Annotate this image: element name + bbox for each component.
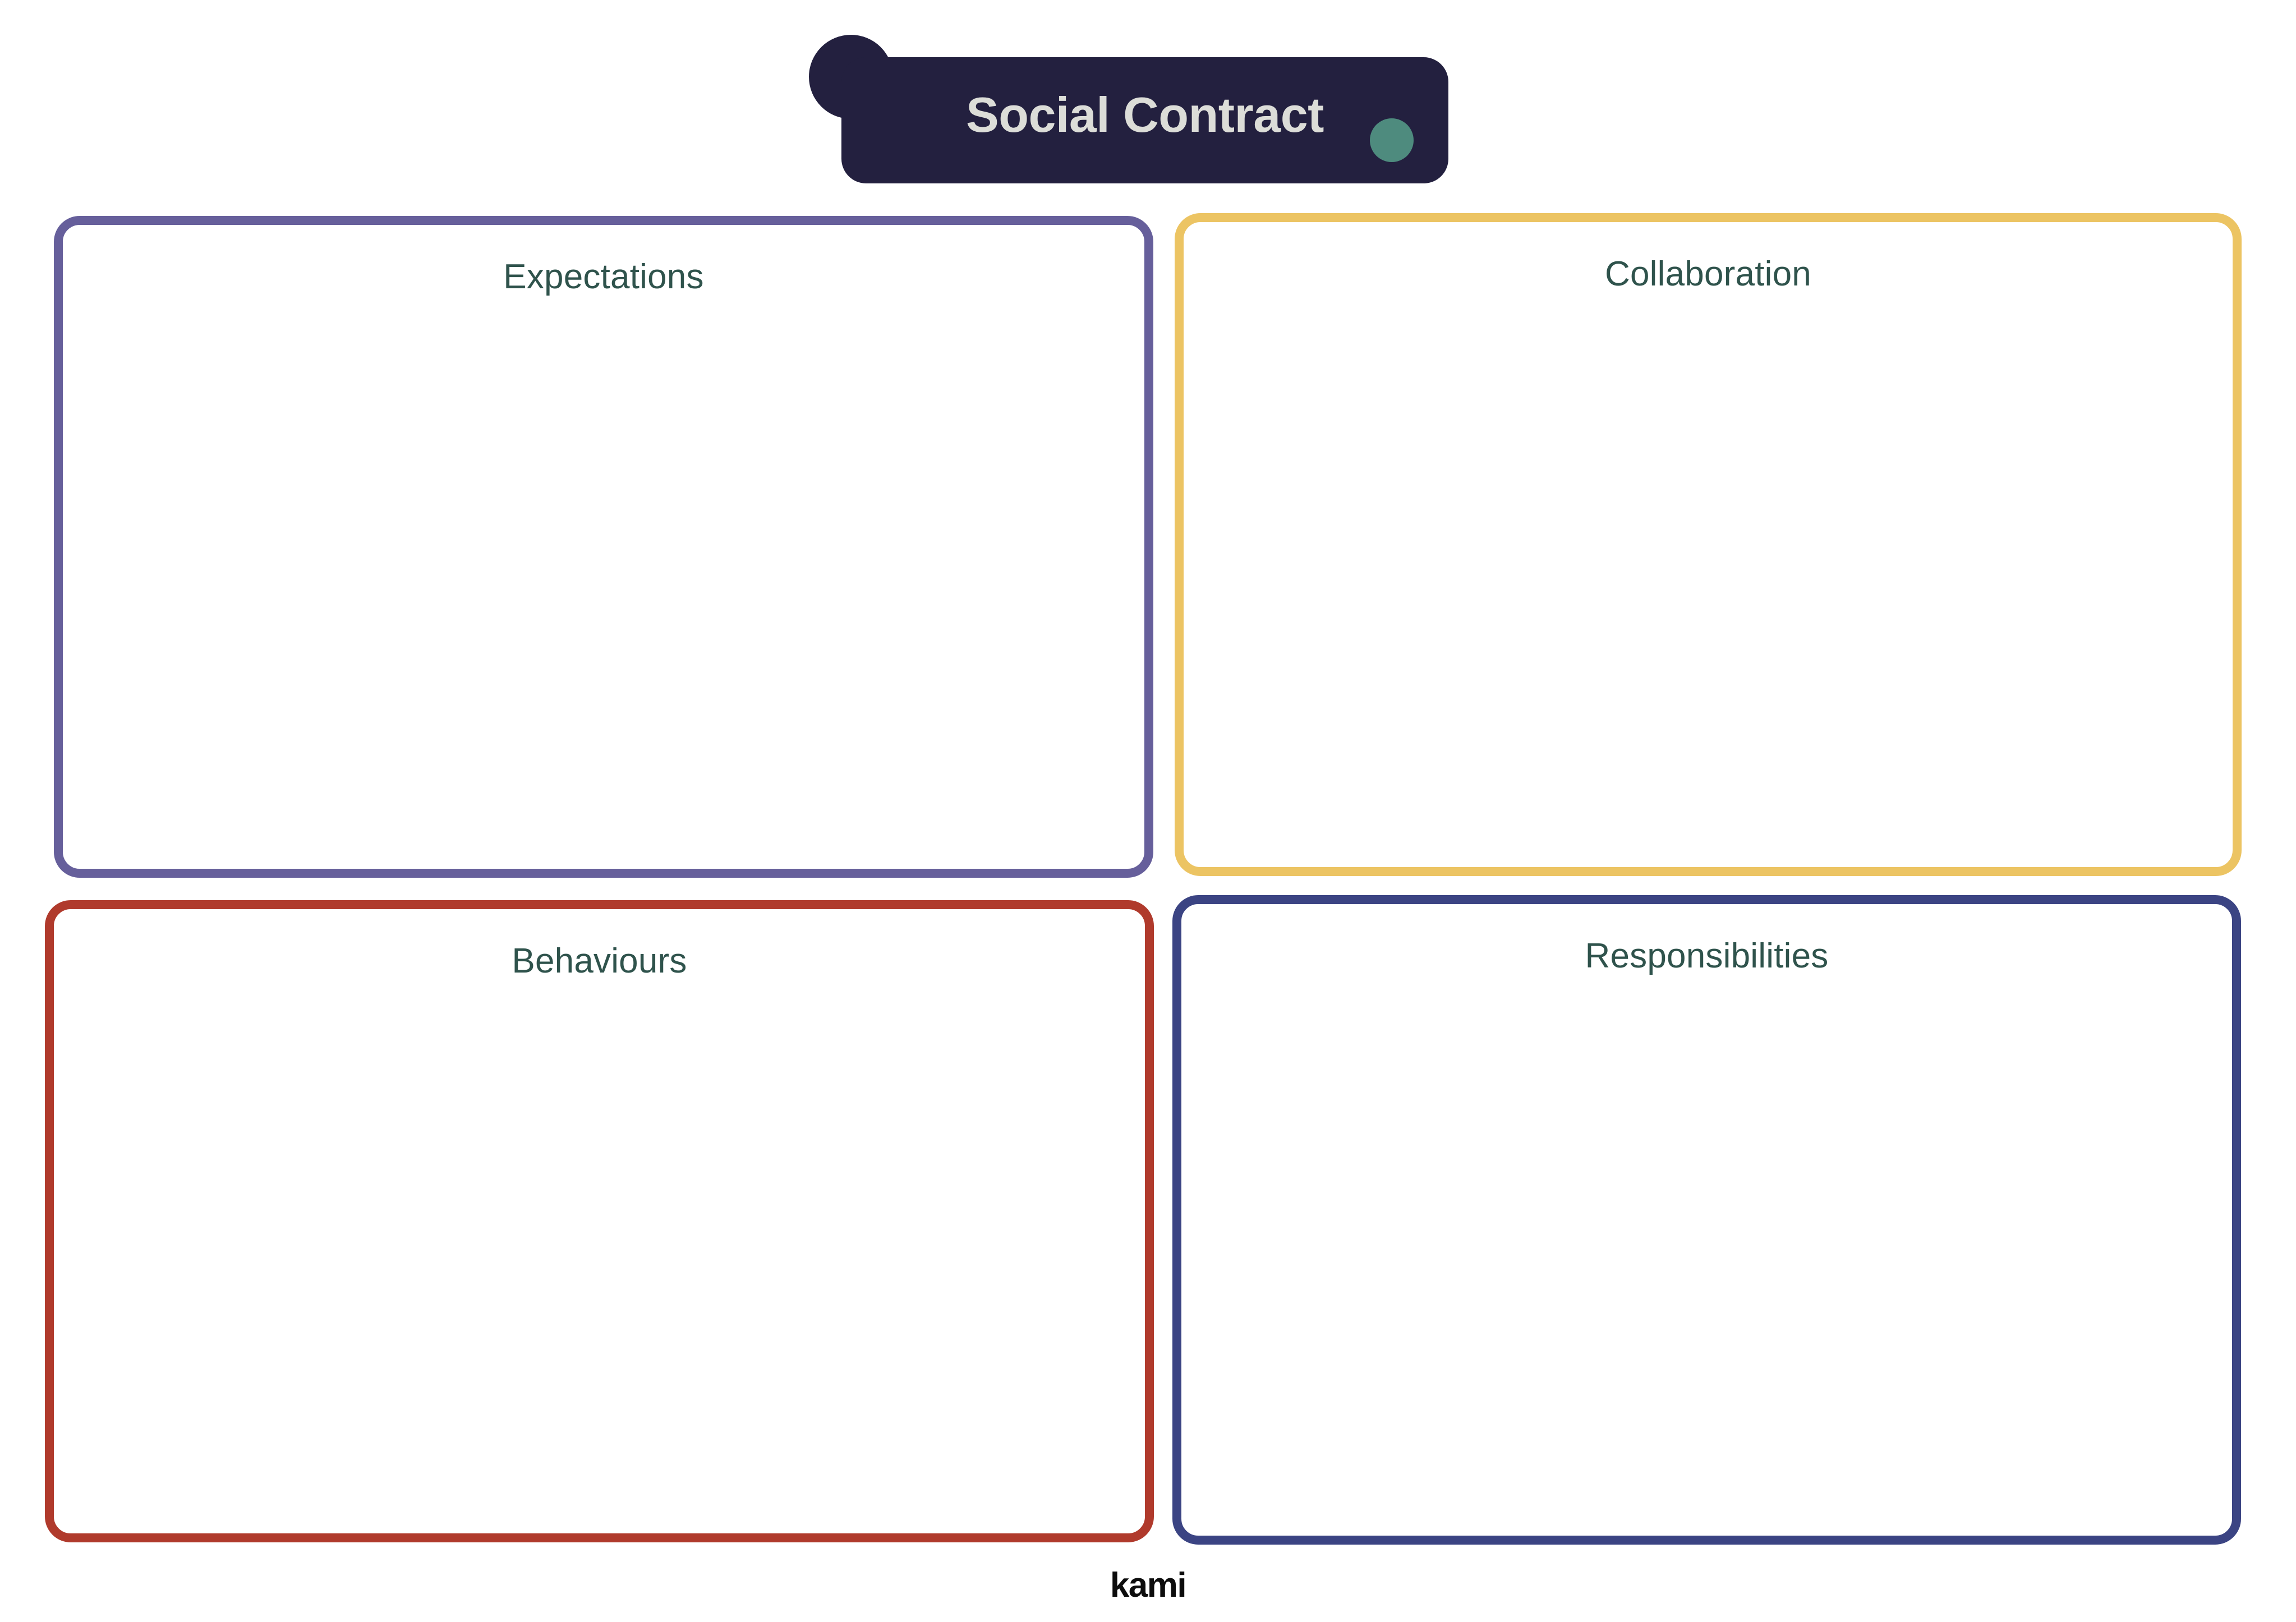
accent-dot-icon [1370, 118, 1414, 162]
title-badge: Social Contract [809, 35, 1448, 183]
quadrant-writing-area-responsibilities[interactable] [1204, 994, 2210, 1513]
quadrant-writing-area-expectations[interactable] [85, 315, 1122, 846]
quadrant-writing-area-behaviours[interactable] [76, 999, 1122, 1511]
quadrant-label-responsibilities: Responsibilities [1585, 937, 1829, 975]
page-title: Social Contract [966, 86, 1324, 142]
title-badge-body: Social Contract [841, 57, 1448, 183]
quadrant-writing-area-collaboration[interactable] [1206, 312, 2210, 845]
quadrant-expectations[interactable]: Expectations [54, 216, 1153, 878]
quadrant-grid: Expectations Collaboration Behaviours Re… [0, 213, 2296, 1548]
kami-logo: kami [1110, 1566, 1187, 1605]
quadrant-label-collaboration: Collaboration [1605, 255, 1811, 293]
quadrant-label-behaviours: Behaviours [512, 942, 687, 980]
quadrant-behaviours[interactable]: Behaviours [45, 900, 1154, 1542]
quadrant-collaboration[interactable]: Collaboration [1175, 213, 2242, 876]
quadrant-responsibilities[interactable]: Responsibilities [1172, 895, 2241, 1545]
quadrant-label-expectations: Expectations [503, 257, 704, 296]
